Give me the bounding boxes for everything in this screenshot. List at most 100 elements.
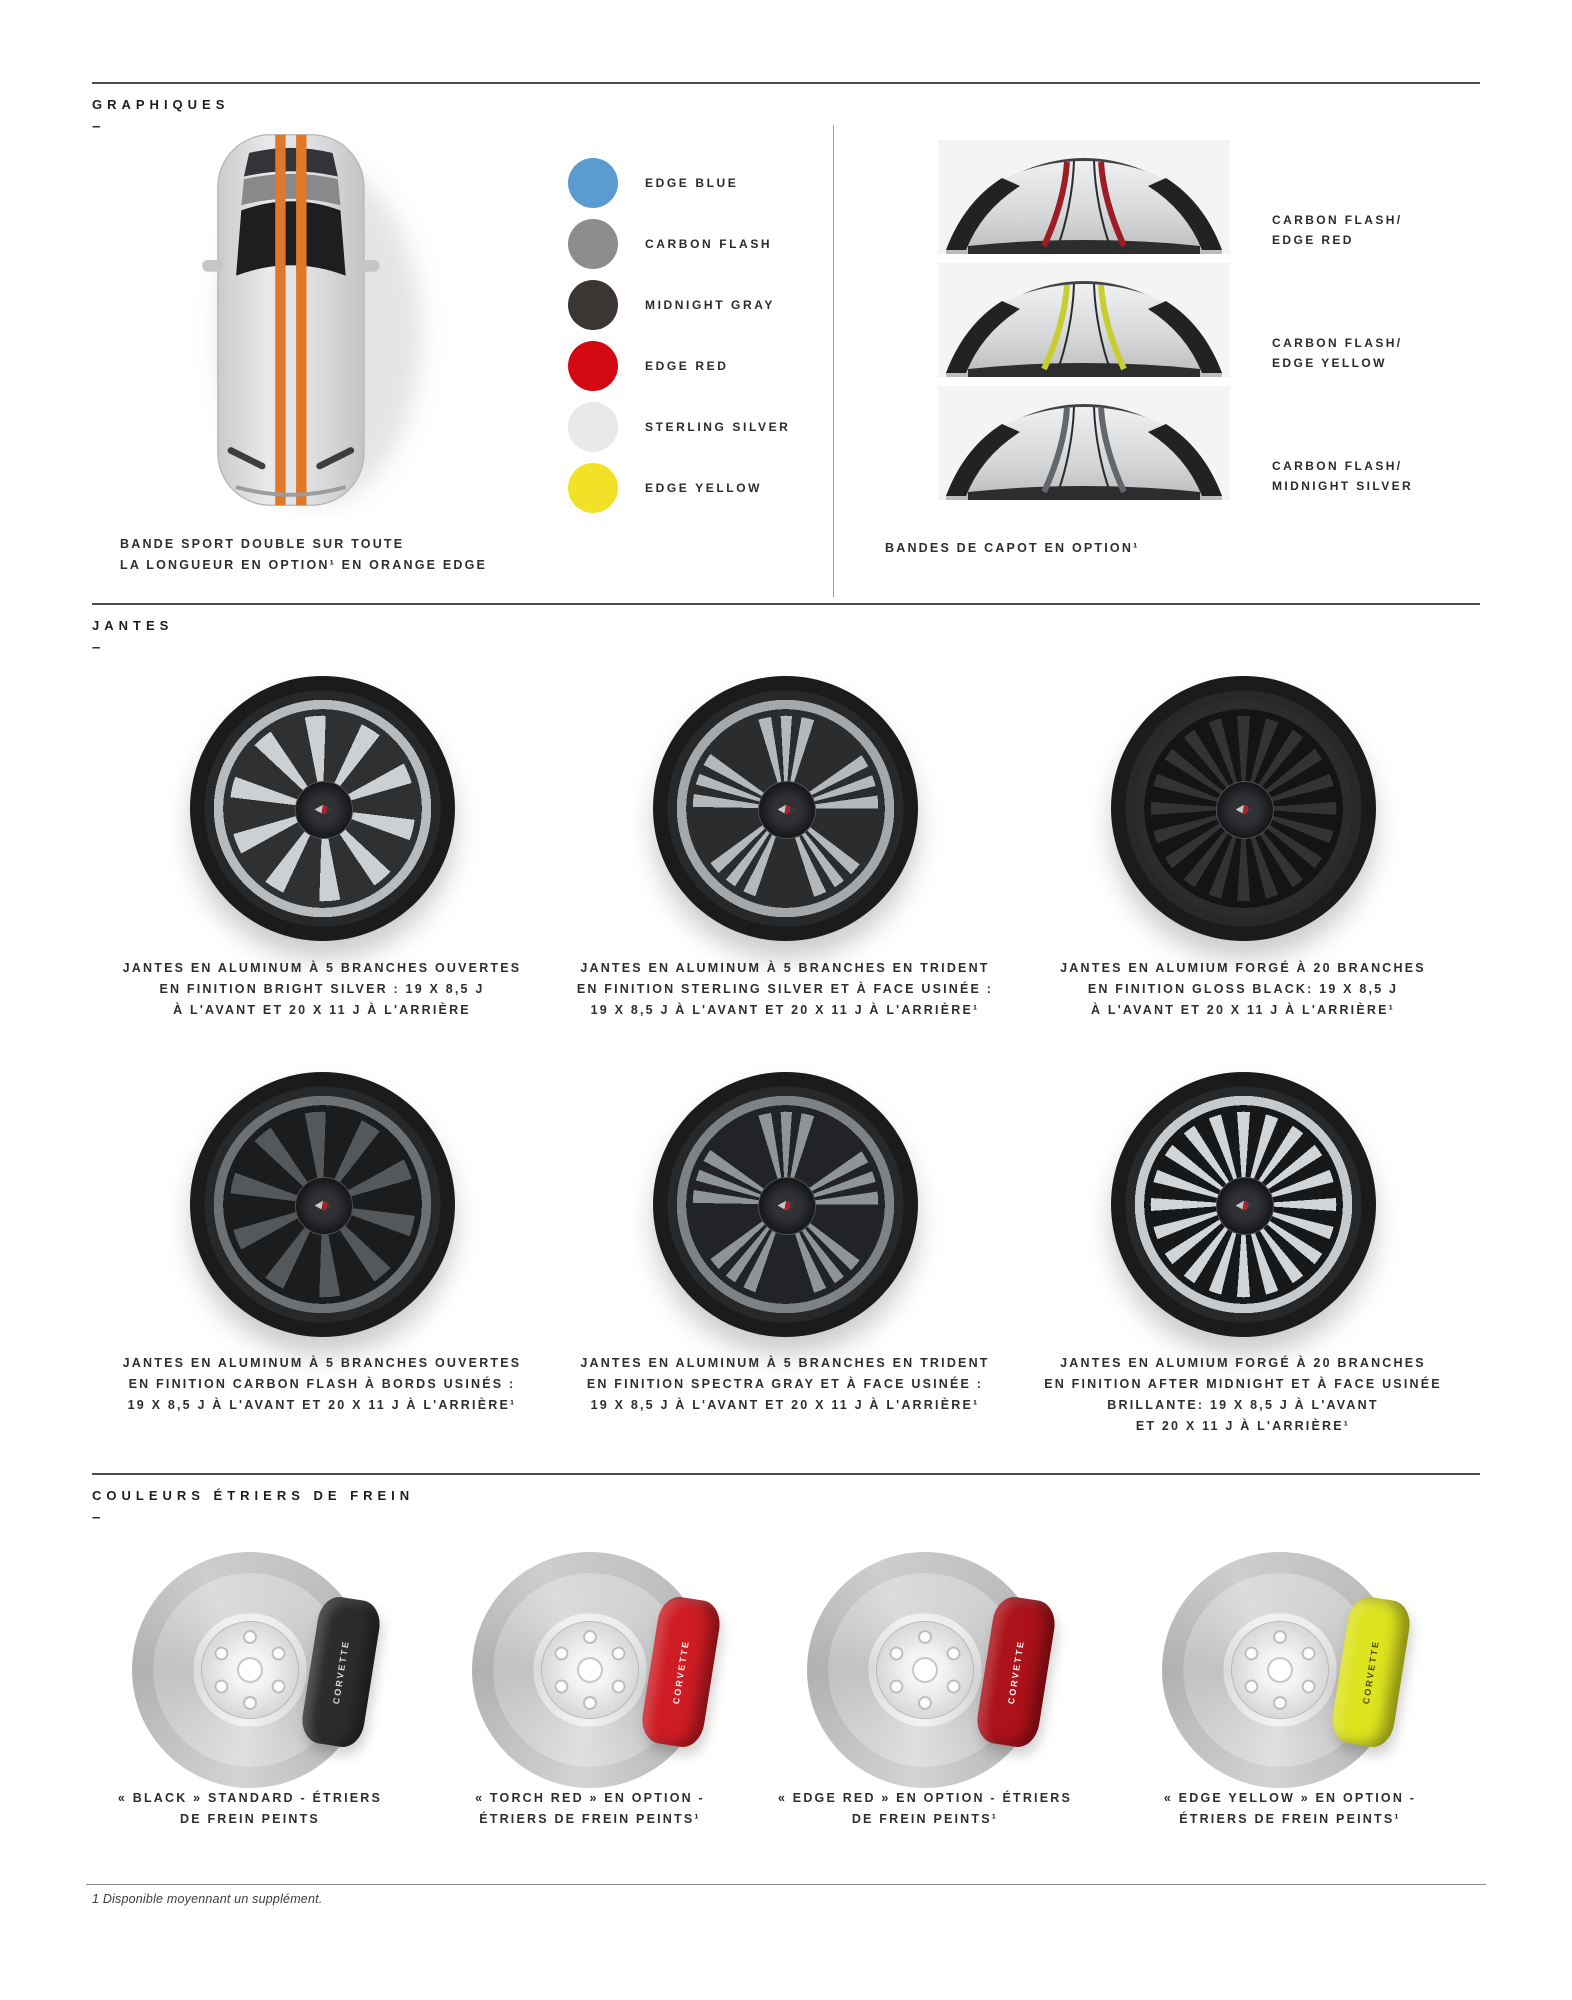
wheel-caption-line: À L'AVANT ET 20 X 11 J À L'ARRIÈRE¹ (1090, 1003, 1396, 1017)
color-swatch-row: EDGE BLUE (568, 158, 790, 208)
section-dash: – (92, 118, 101, 135)
brake-caption-line: ÉTRIERS DE FREIN PEINTS¹ (1179, 1812, 1401, 1826)
section-title-jantes: JANTES (92, 618, 174, 633)
color-swatch (568, 219, 618, 269)
caliper-brand-text: CORVETTE (670, 1639, 692, 1705)
section-title-freins: COULEURS ÉTRIERS DE FREIN (92, 1488, 415, 1503)
wheel-caption-line: EN FINITION BRIGHT SILVER : 19 X 8,5 J (159, 982, 485, 996)
wheel-caption-line: JANTES EN ALUMINUM À 5 BRANCHES EN TRIDE… (580, 1356, 990, 1370)
wheel-image-bright-silver (190, 676, 455, 941)
wheel-caption-line: JANTES EN ALUMIUM FORGÉ À 20 BRANCHES (1060, 961, 1426, 975)
hood-stripe-image (938, 140, 1230, 254)
brake-disc-image-edge-red: CORVETTE (807, 1552, 1059, 1788)
car-stripe-right (296, 134, 307, 506)
hood-stripe-label: CARBON FLASH/ EDGE YELLOW (1272, 333, 1403, 373)
wheel-caption-line: EN FINITION STERLING SILVER ET À FACE US… (576, 982, 994, 996)
color-swatch (568, 463, 618, 513)
hood-stripe-list: CARBON FLASH/ EDGE RED CARBON FLASH/ EDG… (938, 140, 1413, 500)
color-swatch (568, 280, 618, 330)
hood-label-line: CARBON FLASH/ (1272, 213, 1403, 227)
brake-disc-image-torch-red: CORVETTE (472, 1552, 724, 1788)
wheel-center-cap (757, 780, 816, 839)
hood-stripe-left (1041, 407, 1070, 494)
brake-caption-line: « TORCH RED » EN OPTION - (475, 1791, 705, 1805)
car-top-view-graphic (202, 134, 422, 506)
hood-label-line: CARBON FLASH/ (1272, 336, 1403, 350)
color-swatch-label: EDGE YELLOW (645, 481, 763, 495)
hood-stripe-left (1041, 284, 1070, 371)
brake-caption: « EDGE YELLOW » EN OPTION - ÉTRIERS DE F… (1110, 1788, 1470, 1830)
brake-disc-image-black: CORVETTE (132, 1552, 384, 1788)
wheel-center-cap (294, 1176, 353, 1235)
wheel-caption-line: JANTES EN ALUMINUM À 5 BRANCHES EN TRIDE… (580, 961, 990, 975)
wheel-caption-line: JANTES EN ALUMINUM À 5 BRANCHES OUVERTES (122, 961, 522, 975)
brake-caption-line: « BLACK » STANDARD - ÉTRIERS (117, 1791, 383, 1805)
section-divider (92, 82, 1480, 84)
hoods-caption: BANDES DE CAPOT EN OPTION¹ (885, 541, 1140, 555)
wheel-caption-line: EN FINITION GLOSS BLACK: 19 X 8,5 J (1087, 982, 1399, 996)
brake-hub (1232, 1622, 1328, 1718)
color-swatch-label: CARBON FLASH (645, 237, 773, 251)
color-swatch-row: CARBON FLASH (568, 219, 790, 269)
hood-stripe-image (938, 263, 1230, 377)
car-caption: BANDE SPORT DOUBLE SUR TOUTE LA LONGUEUR… (120, 534, 487, 576)
color-swatch (568, 158, 618, 208)
section-divider (92, 1473, 1480, 1475)
section-title-graphiques: GRAPHIQUES (92, 97, 230, 112)
hub-center-hole (1267, 1657, 1293, 1683)
color-swatch-list: EDGE BLUE CARBON FLASH MIDNIGHT GRAY EDG… (568, 158, 790, 513)
footer-divider (86, 1884, 1486, 1885)
car-caption-line: BANDE SPORT DOUBLE SUR TOUTE (120, 537, 405, 551)
wheel-caption-line: EN FINITION CARBON FLASH À BORDS USINÉS … (128, 1377, 516, 1391)
wheel-center-cap (757, 1176, 816, 1235)
color-swatch-label: EDGE BLUE (645, 176, 739, 190)
hub-center-hole (912, 1657, 938, 1683)
caliper-brand-text: CORVETTE (330, 1639, 352, 1705)
color-swatch-row: EDGE RED (568, 341, 790, 391)
hub-center-hole (237, 1657, 263, 1683)
hood-stripe-right (1098, 161, 1127, 248)
wheel-caption: JANTES EN ALUMINUM À 5 BRANCHES EN TRIDE… (545, 958, 1025, 1021)
caliper-brand-text: CORVETTE (1005, 1639, 1027, 1705)
brake-hub (542, 1622, 638, 1718)
color-swatch-label: EDGE RED (645, 359, 729, 373)
car-caption-line: LA LONGUEUR EN OPTION¹ EN ORANGE EDGE (120, 558, 488, 572)
wheel-image-sterling-silver (653, 676, 918, 941)
wheel-caption-line: EN FINITION AFTER MIDNIGHT ET À FACE USI… (1044, 1377, 1442, 1391)
wheel-caption-line: EN FINITION SPECTRA GRAY ET À FACE USINÉ… (586, 1377, 984, 1391)
color-swatch-label: MIDNIGHT GRAY (645, 298, 776, 312)
hood-label-line: EDGE YELLOW (1272, 356, 1387, 370)
wheel-caption: JANTES EN ALUMIUM FORGÉ À 20 BRANCHES EN… (1003, 958, 1483, 1021)
hood-stripe-right (1098, 284, 1127, 371)
hood-stripe-label: CARBON FLASH/ EDGE RED (1272, 210, 1403, 250)
car-top-view-image (150, 124, 450, 516)
brake-caption: « EDGE RED » EN OPTION - ÉTRIERS DE FREI… (745, 1788, 1105, 1830)
color-swatch-row: STERLING SILVER (568, 402, 790, 452)
hood-stripe-image (938, 386, 1230, 500)
brake-caption: « TORCH RED » EN OPTION - ÉTRIERS DE FRE… (420, 1788, 760, 1830)
caliper-brand-text: CORVETTE (1360, 1639, 1382, 1705)
wheel-caption-line: JANTES EN ALUMINUM À 5 BRANCHES OUVERTES (122, 1356, 522, 1370)
wheel-caption-line: BRILLANTE: 19 X 8,5 J À L'AVANT (1107, 1398, 1379, 1412)
wheel-caption-line: 19 X 8,5 J À L'AVANT ET 20 X 11 J À L'AR… (127, 1398, 517, 1412)
brake-caption-line: ÉTRIERS DE FREIN PEINTS¹ (479, 1812, 701, 1826)
hood-stripe-row: CARBON FLASH/ MIDNIGHT SILVER (938, 386, 1413, 500)
wheel-caption: JANTES EN ALUMINUM À 5 BRANCHES OUVERTES… (82, 1353, 562, 1416)
brake-hub (202, 1622, 298, 1718)
color-swatch (568, 341, 618, 391)
section-divider (92, 603, 1480, 605)
hood-label-line: EDGE RED (1272, 233, 1354, 247)
vertical-divider (833, 125, 834, 597)
footnote: 1 Disponible moyennant un supplément. (92, 1892, 323, 1906)
brake-hub (877, 1622, 973, 1718)
color-swatch-label: STERLING SILVER (645, 420, 791, 434)
wheel-caption-line: À L'AVANT ET 20 X 11 J À L'ARRIÈRE (173, 1003, 471, 1017)
wheel-caption: JANTES EN ALUMINUM À 5 BRANCHES OUVERTES… (82, 958, 562, 1021)
brake-caption-line: DE FREIN PEINTS (180, 1812, 320, 1826)
hood-label-line: MIDNIGHT SILVER (1272, 479, 1414, 493)
brake-caption: « BLACK » STANDARD - ÉTRIERS DE FREIN PE… (80, 1788, 420, 1830)
wheel-image-carbon-flash (190, 1072, 455, 1337)
brake-disc-image-edge-yellow: CORVETTE (1162, 1552, 1414, 1788)
car-stripe-left (275, 134, 286, 506)
